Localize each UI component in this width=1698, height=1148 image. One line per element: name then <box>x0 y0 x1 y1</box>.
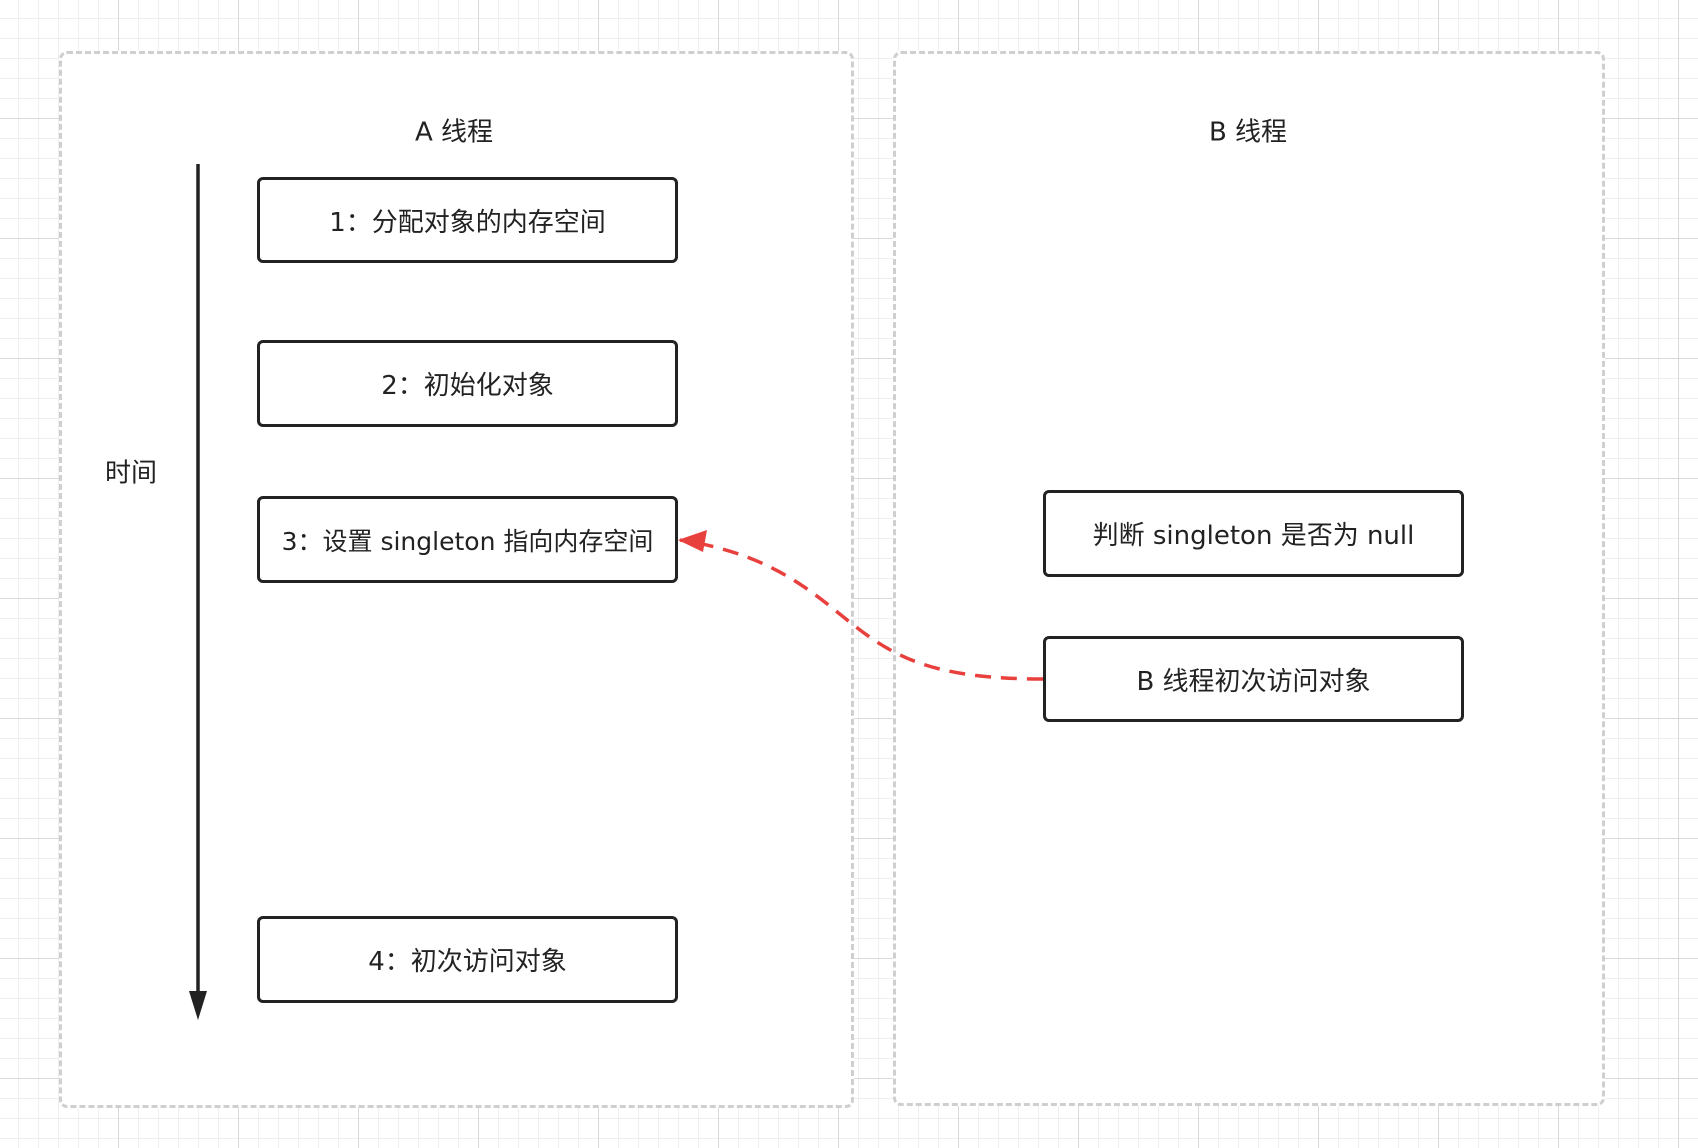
b-first-access-box: B 线程初次访问对象 <box>1043 636 1464 722</box>
b-null-check-label: 判断 singleton 是否为 null <box>1092 521 1415 551</box>
time-axis-label: 时间 <box>104 458 158 489</box>
b-null-check-box: 判断 singleton 是否为 null <box>1043 490 1464 577</box>
step-first-access-box: 4：初次访问对象 <box>257 916 678 1003</box>
step-allocate-memory-label: 1：分配对象的内存空间 <box>329 207 606 238</box>
step-set-reference-box: 3：设置 singleton 指向内存空间 <box>257 496 678 583</box>
step-init-object-box: 2：初始化对象 <box>257 340 678 427</box>
step-first-access-label: 4：初次访问对象 <box>368 947 567 977</box>
step-set-reference-label: 3：设置 singleton 指向内存空间 <box>281 526 654 556</box>
thread-b-lane <box>893 51 1605 1106</box>
step-allocate-memory-box: 1：分配对象的内存空间 <box>257 177 678 263</box>
b-first-access-label: B 线程初次访问对象 <box>1136 666 1371 697</box>
thread-a-title: A 线程 <box>414 117 494 148</box>
step-init-object-label: 2：初始化对象 <box>381 371 554 401</box>
thread-b-title: B 线程 <box>1208 117 1288 148</box>
